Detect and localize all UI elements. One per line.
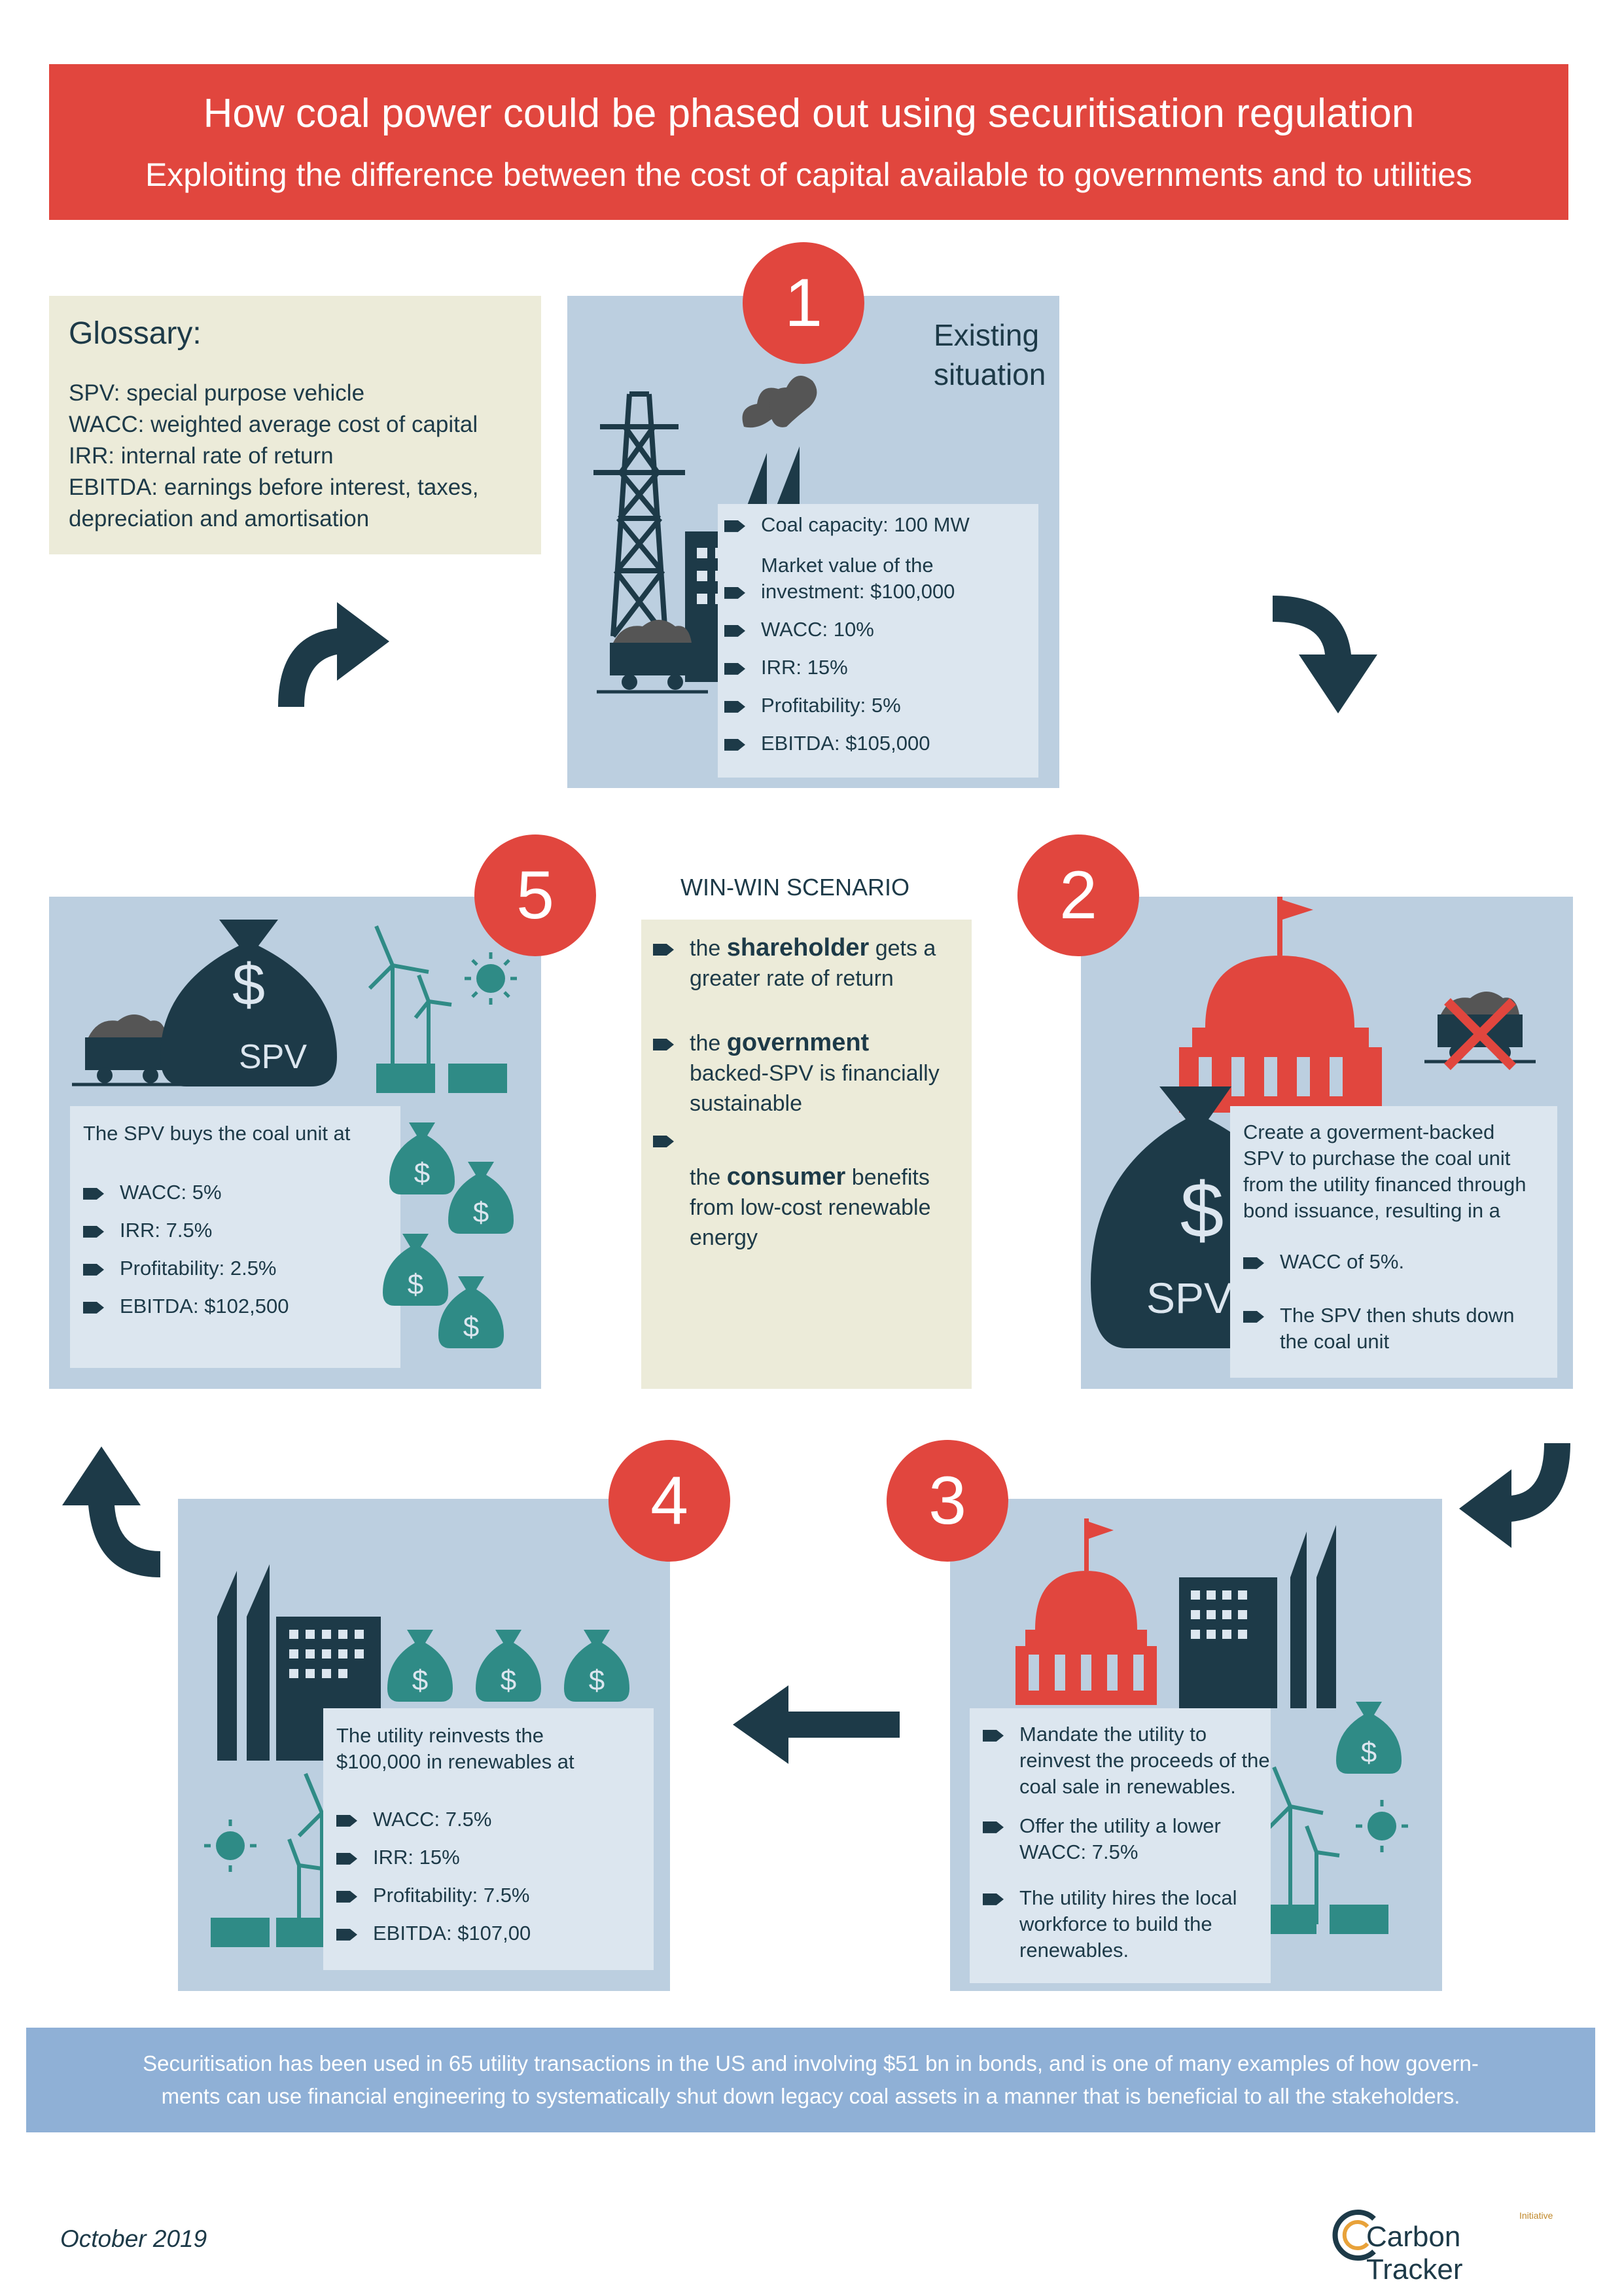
winwin-item: the consumer benefits from low-cost rene… bbox=[690, 1163, 931, 1250]
step4-text: $100,000 in renewables at bbox=[336, 1750, 574, 1773]
step4-bullet: EBITDA: $107,00 bbox=[336, 1920, 531, 1946]
svg-text:$: $ bbox=[501, 1664, 516, 1696]
glossary-item: depreciation and amortisation bbox=[69, 506, 370, 531]
money-bags-icon: $ $ $ $ bbox=[383, 1122, 514, 1348]
step1-panel: Existing situation Coal capacity: 100 MW… bbox=[567, 296, 1059, 788]
step3-bullet-text: workforce to build the bbox=[1019, 1912, 1212, 1935]
step5-bullet: EBITDA: $102,500 bbox=[83, 1293, 289, 1319]
footer-line: Securitisation has been used in 65 utili… bbox=[143, 2051, 1479, 2075]
arrow-up-right-icon bbox=[278, 602, 389, 707]
step2-card: Create a goverment-backed SPV to purchas… bbox=[1230, 1106, 1557, 1378]
logo-name: Carbon Tracker bbox=[1366, 2221, 1463, 2286]
step3-card: Mandate the utility to reinvest the proc… bbox=[970, 1708, 1271, 1983]
svg-text:$: $ bbox=[414, 1157, 430, 1189]
step2-text: SPV to purchase the coal unit bbox=[1243, 1147, 1511, 1170]
step1-heading-line: Existing bbox=[934, 318, 1040, 352]
glossary-item: IRR: internal rate of return bbox=[69, 443, 334, 469]
step5-panel: $ SPV The SPV buys the coal unit at WACC… bbox=[49, 897, 541, 1389]
step1-bullet: IRR: 15% bbox=[724, 655, 848, 681]
step5-bag-label: SPV bbox=[239, 1038, 308, 1076]
footer-note: Securitisation has been used in 65 utili… bbox=[26, 2028, 1595, 2132]
step1-heading: Existing situation bbox=[934, 315, 1046, 394]
footer-line: ments can use financial engineering to s… bbox=[161, 2084, 1460, 2108]
step4-bullet: IRR: 15% bbox=[336, 1844, 460, 1871]
publication-date: October 2019 bbox=[60, 2225, 207, 2252]
step1-heading-line: situation bbox=[934, 357, 1046, 391]
winwin-title: WIN-WIN SCENARIO bbox=[680, 874, 909, 901]
svg-text:$: $ bbox=[232, 952, 265, 1018]
step1-bullet: WACC: 10% bbox=[724, 617, 874, 643]
step1-bullet: EBITDA: $105,000 bbox=[724, 730, 930, 757]
title-banner: How coal power could be phased out using… bbox=[49, 64, 1568, 220]
step2-bag-label: SPV bbox=[1146, 1274, 1233, 1322]
step5-bullet: Profitability: 2.5% bbox=[83, 1255, 277, 1282]
step1-number: 1 bbox=[743, 242, 864, 364]
arrow-left-icon bbox=[733, 1685, 900, 1764]
step1-bullet: Profitability: 5% bbox=[724, 692, 901, 719]
svg-text:$: $ bbox=[589, 1664, 605, 1696]
step3-bullet: Offer the utility a lower bbox=[983, 1813, 1221, 1839]
step2-text: Create a goverment-backed bbox=[1243, 1121, 1495, 1143]
arrow-down-left-icon bbox=[1459, 1443, 1570, 1548]
step5-text: The SPV buys the coal unit at bbox=[83, 1122, 351, 1145]
step3-number: 3 bbox=[887, 1440, 1008, 1562]
winwin-item: the government backed-SPV is financially… bbox=[653, 1028, 961, 1119]
step2-bullet-text: the coal unit bbox=[1280, 1330, 1390, 1353]
step3-panel: $ Mandate the utility to reinvest the pr… bbox=[950, 1499, 1442, 1991]
arrow-down-right-icon bbox=[1273, 596, 1377, 713]
step3-bullet-text: renewables. bbox=[1019, 1939, 1129, 1962]
carbon-tracker-logo: Carbon Tracker Initiative bbox=[1328, 2196, 1564, 2286]
winwin-item: the shareholder gets a greater rate of r… bbox=[653, 933, 961, 994]
step3-bullet: Mandate the utility to bbox=[983, 1721, 1207, 1748]
step5-illustration: $ bbox=[72, 920, 517, 1093]
step2-bullet: WACC of 5%. bbox=[1243, 1249, 1404, 1275]
step3-illustration: $ bbox=[1015, 1518, 1408, 1934]
step1-bullet: investment: $100,000 bbox=[724, 579, 955, 605]
logo-tag: Initiative bbox=[1519, 2210, 1553, 2221]
glossary-item: WACC: weighted average cost of capital bbox=[69, 412, 478, 437]
step1-bullet: Coal capacity: 100 MW bbox=[724, 512, 970, 538]
step2-panel: $ SPV Create a goverment-backed SPV to p… bbox=[1081, 897, 1573, 1389]
step2-bullet: The SPV then shuts down bbox=[1243, 1302, 1514, 1329]
step5-bullet: WACC: 5% bbox=[83, 1179, 222, 1206]
winwin-box: the shareholder gets a greater rate of r… bbox=[641, 920, 972, 1389]
step5-number: 5 bbox=[474, 834, 596, 956]
step4-bullet: WACC: 7.5% bbox=[336, 1806, 491, 1833]
step3-bullet-text: WACC: 7.5% bbox=[1019, 1840, 1139, 1863]
svg-text:$: $ bbox=[1180, 1166, 1224, 1254]
step1-card: Coal capacity: 100 MW Market value of th… bbox=[718, 504, 1038, 778]
svg-text:$: $ bbox=[1361, 1736, 1377, 1768]
step2-text: from the utility financed through bbox=[1243, 1173, 1527, 1196]
step1-bullet-text: Market value of the bbox=[761, 554, 934, 577]
logo-mark-icon bbox=[1332, 2210, 1376, 2261]
step4-panel: $ $ $ The utility reinvests the $100,000 i… bbox=[178, 1499, 670, 1991]
glossary-box: Glossary: SPV: special purpose vehicle W… bbox=[49, 296, 541, 554]
svg-text:$: $ bbox=[463, 1311, 479, 1343]
step4-card: The utility reinvests the $100,000 in re… bbox=[323, 1708, 654, 1970]
step5-bullet: IRR: 7.5% bbox=[83, 1217, 212, 1244]
glossary-item: SPV: special purpose vehicle bbox=[69, 380, 365, 406]
step3-bullet-text: coal sale in renewables. bbox=[1019, 1775, 1236, 1798]
glossary-item: EBITDA: earnings before interest, taxes, bbox=[69, 475, 479, 500]
step2-number: 2 bbox=[1017, 834, 1139, 956]
arrow-up-left-icon bbox=[62, 1446, 160, 1577]
step5-card: The SPV buys the coal unit at WACC: 5% I… bbox=[70, 1106, 400, 1368]
step4-number: 4 bbox=[609, 1440, 730, 1562]
bullet-arrow-icon bbox=[653, 1136, 674, 1147]
svg-text:$: $ bbox=[412, 1664, 428, 1696]
svg-text:$: $ bbox=[408, 1268, 423, 1300]
page-subtitle: Exploiting the difference between the co… bbox=[145, 156, 1473, 193]
step4-text: The utility reinvests the bbox=[336, 1724, 544, 1747]
glossary-title: Glossary: bbox=[69, 316, 202, 351]
step3-bullet: The utility hires the local bbox=[983, 1885, 1237, 1911]
step4-bullet: Profitability: 7.5% bbox=[336, 1882, 530, 1909]
step3-bullet-text: reinvest the proceeds of the bbox=[1019, 1749, 1270, 1772]
page-title: How coal power could be phased out using… bbox=[203, 91, 1415, 136]
svg-text:$: $ bbox=[473, 1196, 489, 1229]
step2-text: bond issuance, resulting in a bbox=[1243, 1199, 1500, 1222]
